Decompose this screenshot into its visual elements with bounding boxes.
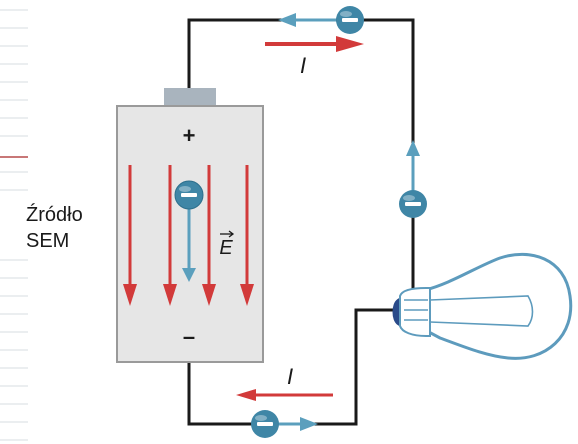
bulb-tip: [392, 298, 399, 326]
light-bulb-icon: [392, 252, 573, 360]
electron-right: [399, 140, 427, 218]
electron-icon: [251, 410, 279, 438]
electron-bottom: [251, 410, 318, 438]
wire-bottom: [187, 308, 398, 426]
field-label: E: [219, 230, 235, 259]
bulb-glass: [423, 252, 573, 360]
electron-top: [278, 6, 364, 34]
current-label-top: I: [300, 53, 306, 78]
minus-label: –: [183, 324, 195, 349]
current-arrow-top: [265, 36, 364, 52]
source-label-line1: Źródło: [26, 203, 83, 226]
electron-icon: [399, 190, 427, 218]
electron-in-source: [174, 180, 204, 282]
source-label-line2: SEM: [26, 230, 69, 252]
plus-label: +: [183, 123, 196, 148]
bulb-filament: [429, 295, 534, 327]
current-arrow-bottom: [236, 389, 333, 401]
electron-icon: [336, 6, 364, 34]
current-label-bottom: I: [287, 364, 293, 389]
electron-icon: [174, 180, 204, 210]
bulb-screw-base: [399, 287, 431, 337]
field-lines: [123, 165, 254, 306]
notebook-lines: [0, 9, 28, 441]
battery-terminal: [164, 88, 216, 108]
field-label-text: E: [219, 237, 233, 259]
